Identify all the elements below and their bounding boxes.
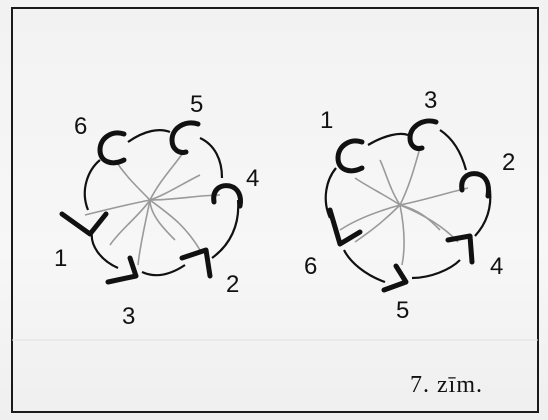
right-label-5: 5 — [396, 297, 409, 324]
marker-5 — [384, 266, 406, 290]
marker-2 — [462, 174, 489, 196]
left-label-5: 5 — [190, 91, 203, 118]
border-frame — [12, 8, 538, 412]
marker-5 — [172, 123, 198, 153]
marker-1 — [338, 141, 362, 171]
left-markers — [62, 123, 241, 282]
left-label-4: 4 — [246, 165, 259, 192]
right-label-2: 2 — [502, 149, 515, 176]
marker-3 — [108, 258, 136, 282]
marker-1 — [62, 214, 106, 234]
left-label-6: 6 — [74, 113, 87, 140]
left-label-3: 3 — [122, 303, 135, 330]
right-label-3: 3 — [424, 87, 437, 114]
left-label-2: 2 — [226, 271, 239, 298]
left-ring-diagram: 6 5 4 1 2 3 — [54, 91, 259, 330]
right-spokes — [340, 148, 468, 265]
right-markers — [330, 121, 489, 290]
marker-4 — [448, 236, 472, 262]
right-label-4: 4 — [490, 253, 503, 280]
marker-6 — [100, 133, 124, 163]
left-label-1: 1 — [54, 245, 67, 272]
left-spokes — [85, 150, 220, 265]
marker-2 — [182, 250, 210, 276]
right-label-1: 1 — [320, 107, 333, 134]
right-ring-arcs — [326, 130, 491, 282]
marker-3 — [410, 121, 436, 149]
right-label-6: 6 — [304, 253, 317, 280]
figure-caption: 7. zīm. — [410, 372, 483, 398]
right-ring-diagram: 1 3 2 6 4 5 — [304, 87, 515, 324]
